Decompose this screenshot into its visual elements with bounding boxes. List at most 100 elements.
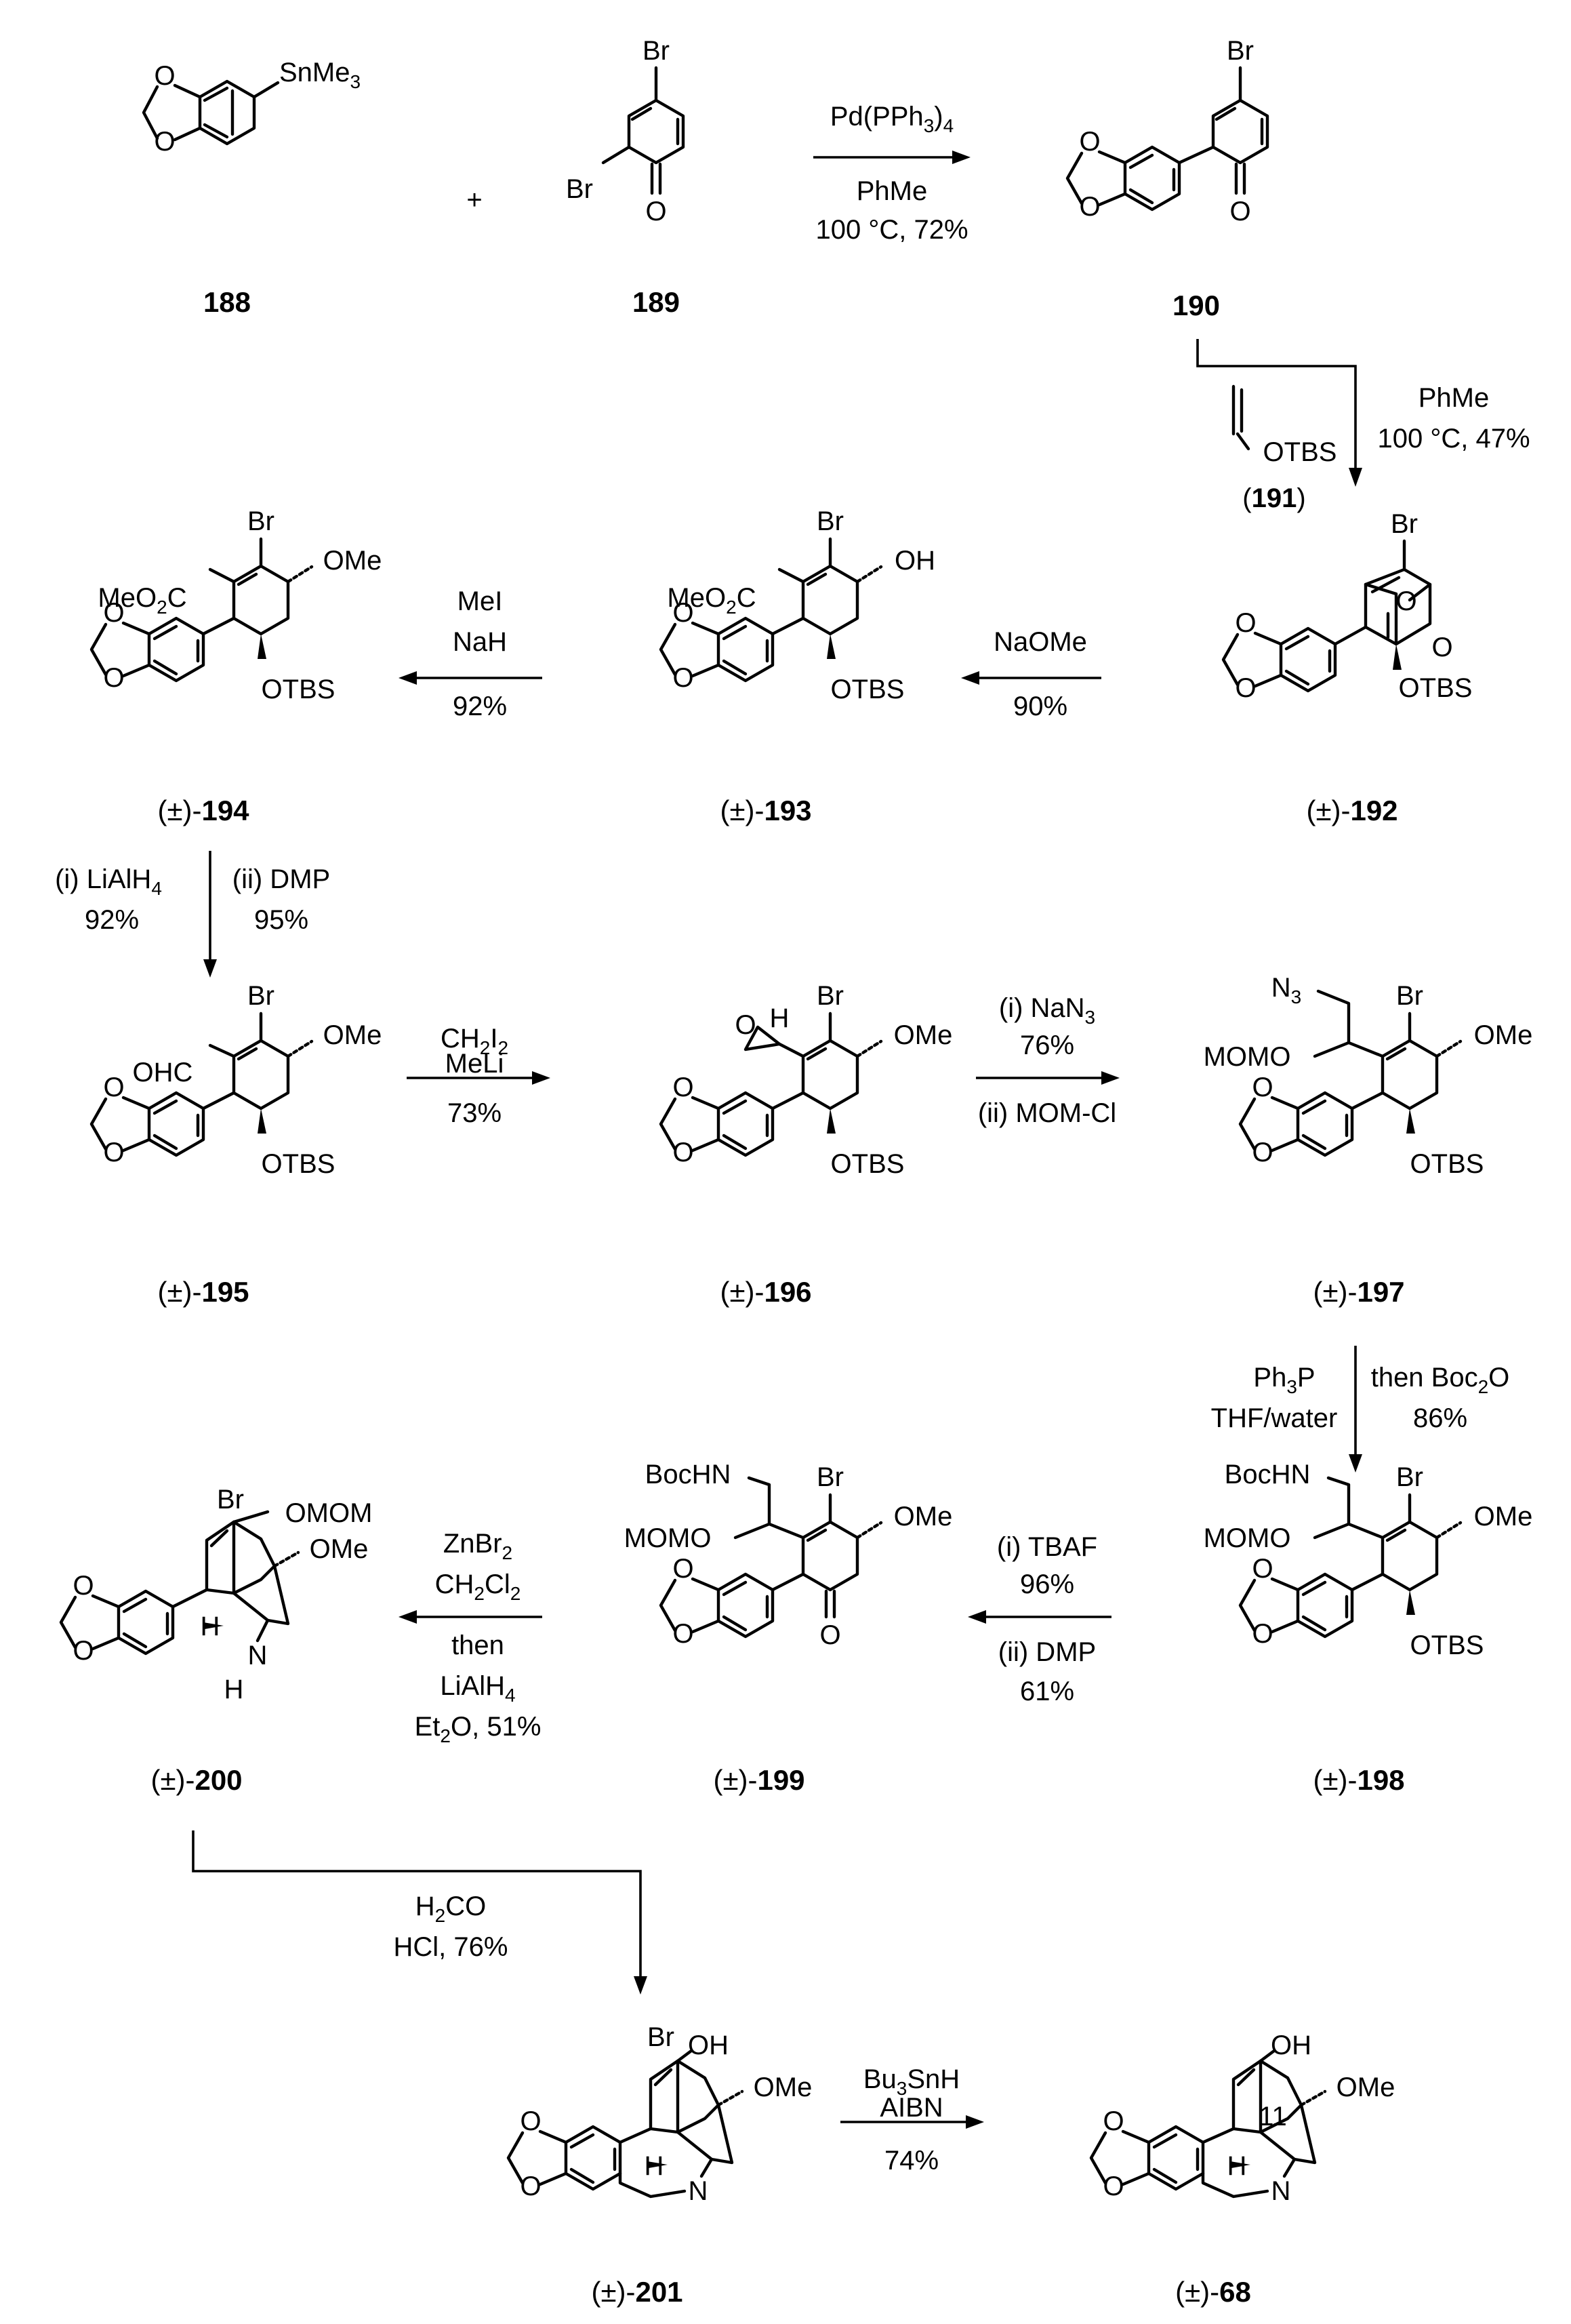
compound-label-199: (±)-199 — [713, 1764, 804, 1796]
o-atom: O — [1235, 673, 1256, 703]
o-atom: O — [520, 2171, 541, 2201]
condition-temp-yield: 100 °C, 72% — [815, 215, 968, 245]
br-atom: Br — [1396, 981, 1423, 1011]
reaction-arrow-12: Bu3SnH AIBN 74% — [840, 2064, 984, 2176]
h-atom: H — [224, 1675, 244, 1704]
condition-step1-yield: 96% — [1020, 1569, 1074, 1599]
meo2c-group: MeO2C — [667, 583, 756, 618]
condition-reagent: CH2I2 — [441, 1024, 508, 1058]
compound-label-201: (±)-201 — [591, 2276, 682, 2308]
condition-step1: (i) LiAlH4 — [55, 864, 162, 899]
reaction-arrow-7: (i) NaN3 76% (ii) MOM-Cl — [976, 993, 1120, 1128]
o-atom: O — [1079, 127, 1100, 157]
br-atom: Br — [566, 174, 593, 204]
condition-solvent: CH2Cl2 — [435, 1569, 521, 1604]
reaction-arrow-8: Ph3P THF/water then Boc2O 86% — [1211, 1346, 1510, 1472]
bochn-group: BocHN — [1225, 1460, 1311, 1489]
condition-solvent: THF/water — [1211, 1403, 1338, 1433]
plus-sign: + — [466, 185, 482, 215]
compound-190: Br O O O 190 — [1065, 36, 1269, 321]
o-atom: O — [735, 1010, 756, 1040]
condition-aldehyde: H2CO — [415, 1891, 486, 1926]
compound-label-193: (±)-193 — [720, 795, 811, 826]
otbs-group: OTBS — [1399, 673, 1473, 703]
reaction-arrow-4: MeI NaH 92% — [399, 586, 542, 721]
oh-group: OH — [688, 2030, 729, 2060]
condition-temp-yield: 100 °C, 47% — [1377, 424, 1530, 454]
snme3-group: SnMe3 — [279, 58, 361, 92]
br-atom: Br — [247, 981, 274, 1011]
condition-lewis-acid: ZnBr2 — [443, 1529, 512, 1563]
otbs-group: OTBS — [831, 675, 905, 704]
n-atom: N — [248, 1641, 268, 1670]
o-atom: O — [1431, 633, 1452, 662]
condition-protection: then Boc2O — [1371, 1363, 1510, 1397]
omom-group: OMOM — [285, 1498, 373, 1528]
reaction-arrow-5: (i) LiAlH4 92% (ii) DMP 95% — [55, 851, 330, 978]
oh-group: OH — [895, 546, 935, 576]
h-atom: H — [770, 1003, 790, 1033]
condition-phosphine: Ph3P — [1253, 1363, 1315, 1397]
compound-199: Br OMe O BocHN MOMO O O (±)-199 — [624, 1460, 953, 1796]
n-atom: N — [689, 2176, 708, 2206]
bochn-group: BocHN — [645, 1460, 731, 1489]
compound-195: Br OMe OHC OTBS O O (±)-195 — [89, 981, 382, 1308]
o-atom: O — [73, 1636, 94, 1666]
compound-label-196: (±)-196 — [720, 1276, 811, 1308]
o-atom: O — [103, 663, 124, 693]
condition-solvent-yield: Et2O, 51% — [415, 1712, 542, 1746]
o-atom: O — [1395, 586, 1416, 616]
compound-label-190: 190 — [1172, 289, 1220, 321]
locant-11: 11 — [1259, 2102, 1287, 2131]
condition-step1-yield: 76% — [1020, 1030, 1074, 1060]
momo-group: MOMO — [624, 1523, 712, 1553]
compound-label-68: (±)-68 — [1175, 2276, 1251, 2308]
ome-group: OMe — [1474, 1020, 1533, 1050]
condition-reductant: LiAlH4 — [440, 1671, 515, 1706]
o-atom: O — [1235, 608, 1256, 638]
condition-meli: MeLi — [445, 1049, 504, 1079]
condition-initiator: AIBN — [880, 2093, 943, 2123]
momo-group: MOMO — [1204, 1523, 1291, 1553]
compound-197: Br OMe N3 MOMO OTBS O O (±)-197 — [1204, 973, 1533, 1308]
br-atom: Br — [247, 506, 274, 536]
condition-yield: 74% — [884, 2146, 939, 2176]
compound-189: Br Br O 189 — [566, 36, 685, 318]
reaction-arrow-10: ZnBr2 CH2Cl2 then LiAlH4 Et2O, 51% — [399, 1529, 542, 1746]
o-atom: O — [103, 1073, 124, 1102]
o-atom: O — [1079, 192, 1100, 222]
ome-group: OMe — [310, 1534, 369, 1564]
o-atom: O — [1252, 1073, 1273, 1102]
compound-194: Br OMe MeO2C OTBS O O (±)-194 — [89, 506, 382, 826]
condition-base: NaOMe — [994, 627, 1087, 657]
condition-step2-yield: 95% — [254, 905, 308, 935]
o-atom: O — [672, 1073, 693, 1102]
o-atom: O — [672, 663, 693, 693]
o-atom: O — [1252, 1619, 1273, 1649]
condition-catalyst: Pd(PPh3)4 — [830, 102, 954, 136]
o-atom: O — [1103, 2171, 1124, 2201]
compound-200: Br OMOM OMe N H H O O (±)-200 — [59, 1485, 373, 1796]
ome-group: OMe — [894, 1020, 953, 1050]
o-atom: O — [154, 127, 175, 157]
momo-group: MOMO — [1204, 1042, 1291, 1072]
compound-198: Br OMe BocHN MOMO OTBS O O (±)-198 — [1204, 1460, 1533, 1796]
condition-reagent: MeI — [457, 586, 503, 616]
ome-group: OMe — [1474, 1502, 1533, 1531]
br-atom: Br — [642, 36, 670, 66]
condition-yield: 73% — [447, 1098, 502, 1128]
meo2c-group: MeO2C — [98, 583, 186, 618]
condition-step2: (ii) MOM-Cl — [978, 1098, 1116, 1128]
o-atom: O — [1103, 2106, 1124, 2136]
condition-step1: (i) TBAF — [997, 1532, 1097, 1562]
compound-68: OH OMe 11 N H O O (±)-68 — [1089, 2030, 1395, 2308]
otbs-group: OTBS — [262, 675, 335, 704]
o-atom: O — [645, 197, 666, 226]
otbs-group: OTBS — [831, 1149, 905, 1179]
condition-step2-yield: 61% — [1020, 1677, 1074, 1706]
reaction-arrow-3: NaOMe 90% — [961, 627, 1101, 721]
o-atom: O — [1252, 1138, 1273, 1167]
compound-188: O O SnMe3 188 — [142, 58, 361, 318]
compound-label-194: (±)-194 — [157, 795, 249, 826]
